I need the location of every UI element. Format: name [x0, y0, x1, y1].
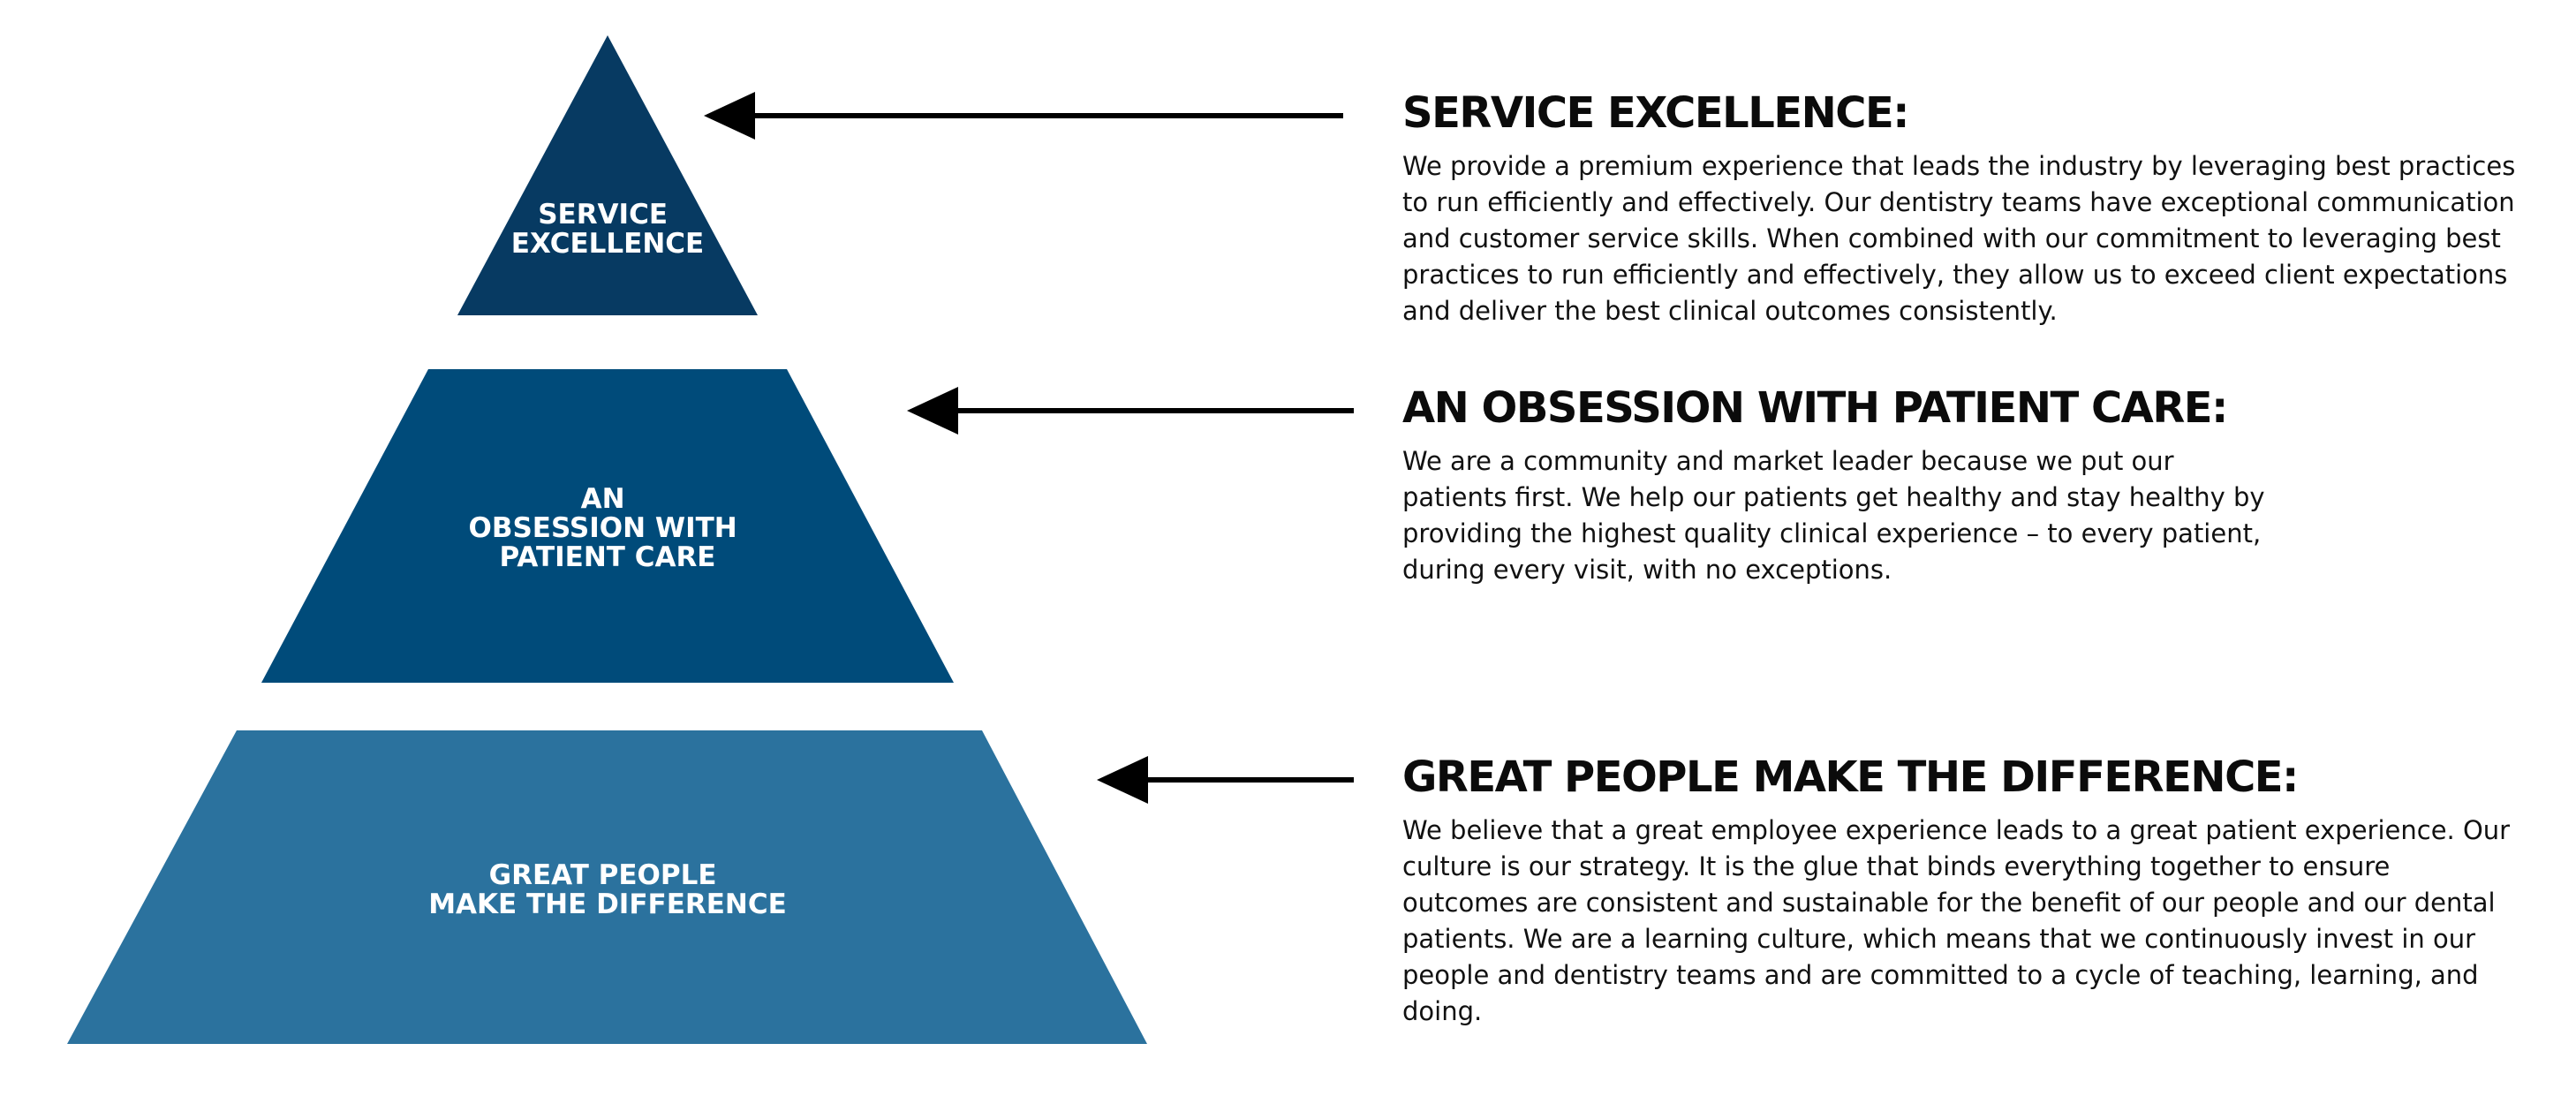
body-great-people: We believe that a great employee experie…	[1402, 815, 2511, 1026]
pyramid-label-middle-line-3: PATIENT CARE	[500, 541, 716, 573]
arrow-service	[704, 92, 1343, 140]
section-patient-care: AN OBSESSION WITH PATIENT CARE: We are a…	[1402, 383, 2285, 588]
pyramid-label-bottom: GREAT PEOPLE MAKE THE DIFFERENCE	[428, 859, 787, 920]
pyramid-label-bottom-line-2: MAKE THE DIFFERENCE	[428, 888, 787, 920]
heading-patient-care: AN OBSESSION WITH PATIENT CARE:	[1402, 383, 2228, 433]
pyramid-label-top-line-2: EXCELLENCE	[511, 228, 704, 260]
heading-service-excellence: SERVICE EXCELLENCE:	[1402, 88, 1910, 138]
pyramid-label-middle: AN OBSESSION WITH PATIENT CARE	[469, 483, 747, 573]
pyramid-tier-middle	[261, 369, 954, 683]
pyramid-tier-bottom	[67, 730, 1147, 1044]
body-patient-care: We are a community and market leader bec…	[1402, 446, 2265, 585]
pyramid-label-bottom-line-1: GREAT PEOPLE	[489, 859, 717, 891]
pyramid-label-top: SERVICE EXCELLENCE	[511, 199, 704, 260]
section-service-excellence: SERVICE EXCELLENCE: We provide a premium…	[1402, 88, 2533, 329]
pyramid-tier-top	[457, 35, 758, 315]
pyramid-label-middle-line-1: AN	[581, 483, 625, 515]
section-great-people: GREAT PEOPLE MAKE THE DIFFERENCE: We bel…	[1402, 752, 2515, 1030]
body-service-excellence: We provide a premium experience that lea…	[1402, 151, 2516, 326]
pyramid-label-top-line-1: SERVICE	[538, 199, 668, 231]
pyramid-label-middle-line-2: OBSESSION WITH	[469, 512, 737, 544]
heading-great-people: GREAT PEOPLE MAKE THE DIFFERENCE:	[1402, 752, 2299, 802]
arrow-people	[1097, 756, 1354, 804]
arrow-patient	[907, 387, 1354, 435]
